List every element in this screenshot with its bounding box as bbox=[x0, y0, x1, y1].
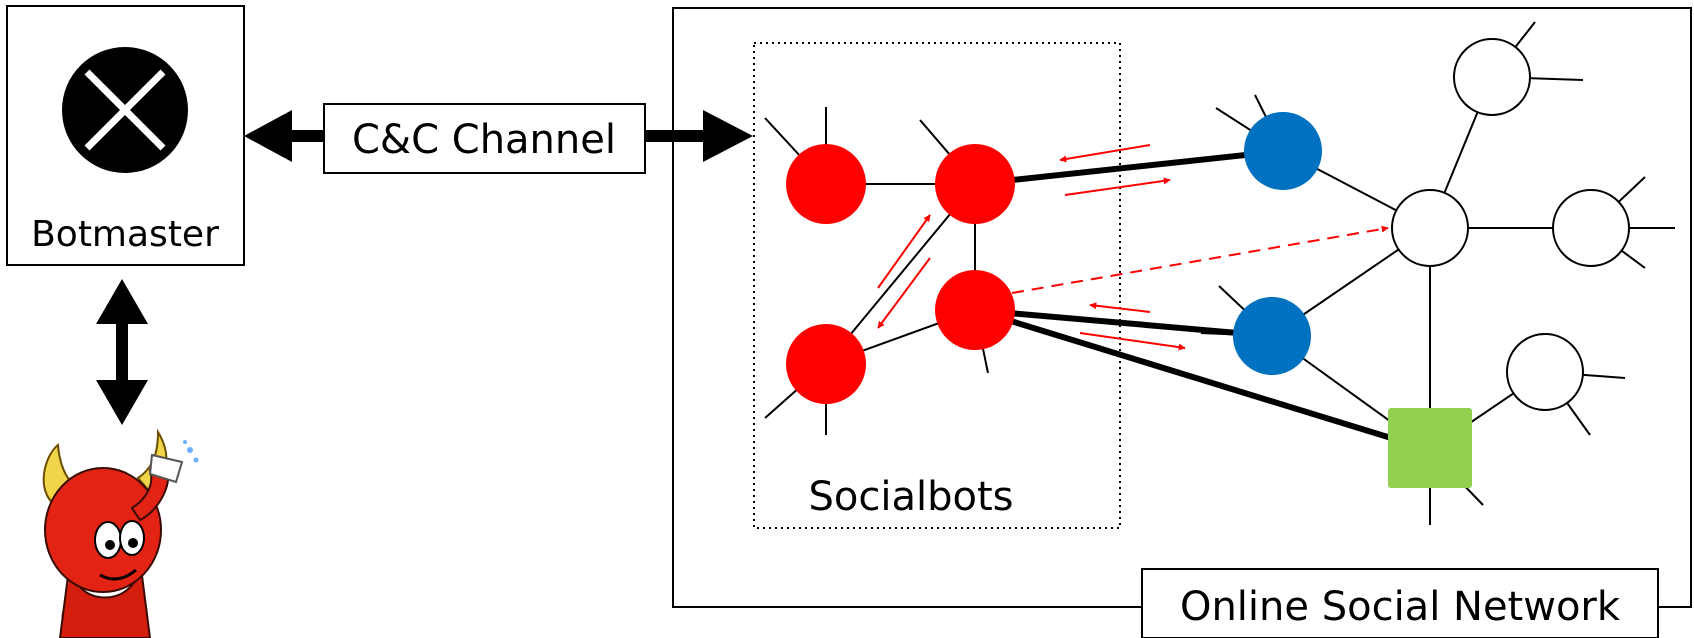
message-flow-arrows bbox=[877, 144, 1389, 351]
x-circle-icon bbox=[62, 47, 188, 173]
socialbot-node bbox=[786, 324, 866, 404]
attack-edges bbox=[974, 148, 1431, 453]
compromised-user-node bbox=[1233, 297, 1311, 375]
socialbot-node bbox=[935, 270, 1015, 350]
compromised-user-nodes bbox=[1233, 112, 1322, 375]
osn-label-box: Online Social Network bbox=[1141, 568, 1659, 638]
compromised-user-node bbox=[1244, 112, 1322, 190]
regular-user-nodes bbox=[1391, 38, 1630, 411]
regular-user-node bbox=[1391, 189, 1469, 267]
socialbot-node bbox=[935, 144, 1015, 224]
regular-user-node bbox=[1552, 189, 1630, 267]
botmaster-label: Botmaster bbox=[31, 214, 219, 255]
socialbot-node bbox=[786, 144, 866, 224]
socialbots-region: Socialbots bbox=[753, 42, 1121, 529]
cc-channel-arrow bbox=[244, 110, 753, 162]
devil-mascot-icon bbox=[42, 428, 199, 638]
socialbot-nodes bbox=[786, 144, 1015, 404]
network-edges bbox=[764, 21, 1675, 525]
cc-channel-box: C&C Channel bbox=[323, 103, 646, 174]
botmaster-box: Botmaster bbox=[6, 5, 245, 266]
target-user-node bbox=[1388, 408, 1472, 488]
regular-user-node bbox=[1506, 333, 1584, 411]
osn-label: Online Social Network bbox=[1180, 584, 1621, 630]
regular-user-node bbox=[1453, 38, 1531, 116]
botmaster-attacker-arrow bbox=[96, 279, 148, 425]
cc-channel-label: C&C Channel bbox=[352, 117, 616, 163]
socialbots-label: Socialbots bbox=[809, 474, 1014, 520]
